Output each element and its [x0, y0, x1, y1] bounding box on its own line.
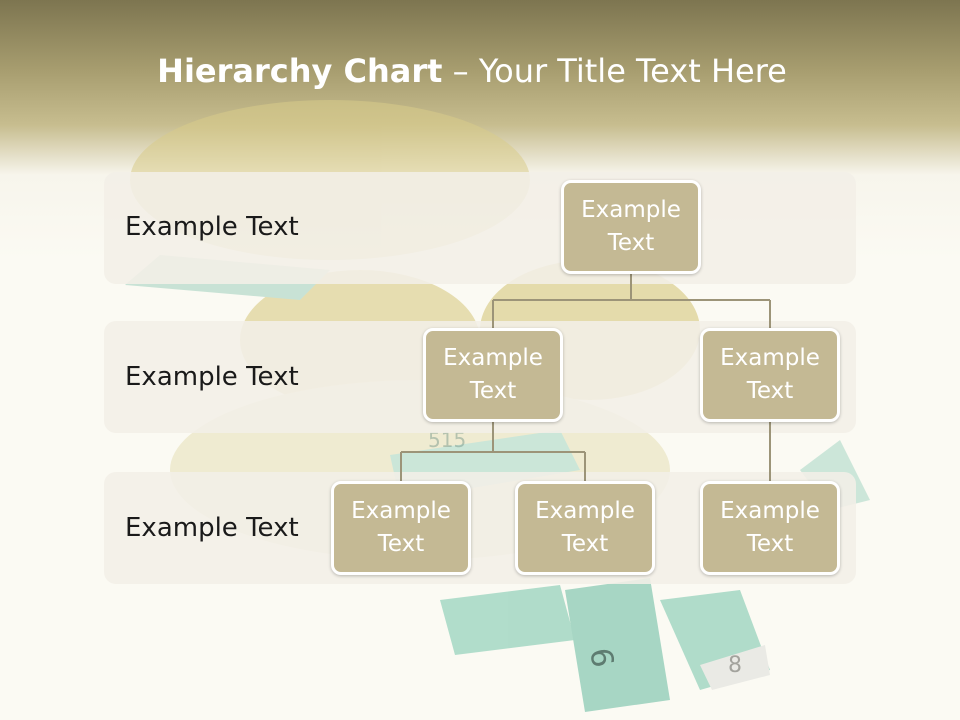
node-level3-b[interactable]: Example Text [515, 481, 655, 575]
tape-segment [440, 585, 575, 655]
tape-metal-end [700, 645, 770, 690]
row-band-1 [104, 172, 856, 284]
slide-title: Hierarchy Chart – Your Title Text Here [0, 52, 944, 90]
node-level3-a-label: Example Text [351, 498, 451, 557]
connector-left-to-level3 [400, 422, 586, 483]
title-rest: – Your Title Text Here [442, 52, 787, 90]
node-level3-b-label: Example Text [535, 498, 635, 557]
node-level3-a[interactable]: Example Text [331, 481, 471, 575]
node-root-label: Example Text [581, 197, 681, 256]
node-level3-c-label: Example Text [720, 498, 820, 557]
node-root[interactable]: Example Text [561, 180, 701, 274]
node-level3-c[interactable]: Example Text [700, 481, 840, 575]
node-level2-right[interactable]: Example Text [700, 328, 840, 422]
connector-root-to-level2 [492, 274, 771, 330]
title-bold: Hierarchy Chart [157, 52, 443, 90]
node-level2-right-label: Example Text [720, 345, 820, 404]
tape-number-8: 8 [728, 653, 742, 678]
tape-segment [565, 578, 670, 712]
row-label-2: Example Text [125, 362, 299, 392]
row-label-1: Example Text [125, 212, 299, 242]
node-level2-left-label: Example Text [443, 345, 543, 404]
node-level2-left[interactable]: Example Text [423, 328, 563, 422]
row-label-3: Example Text [125, 513, 299, 543]
